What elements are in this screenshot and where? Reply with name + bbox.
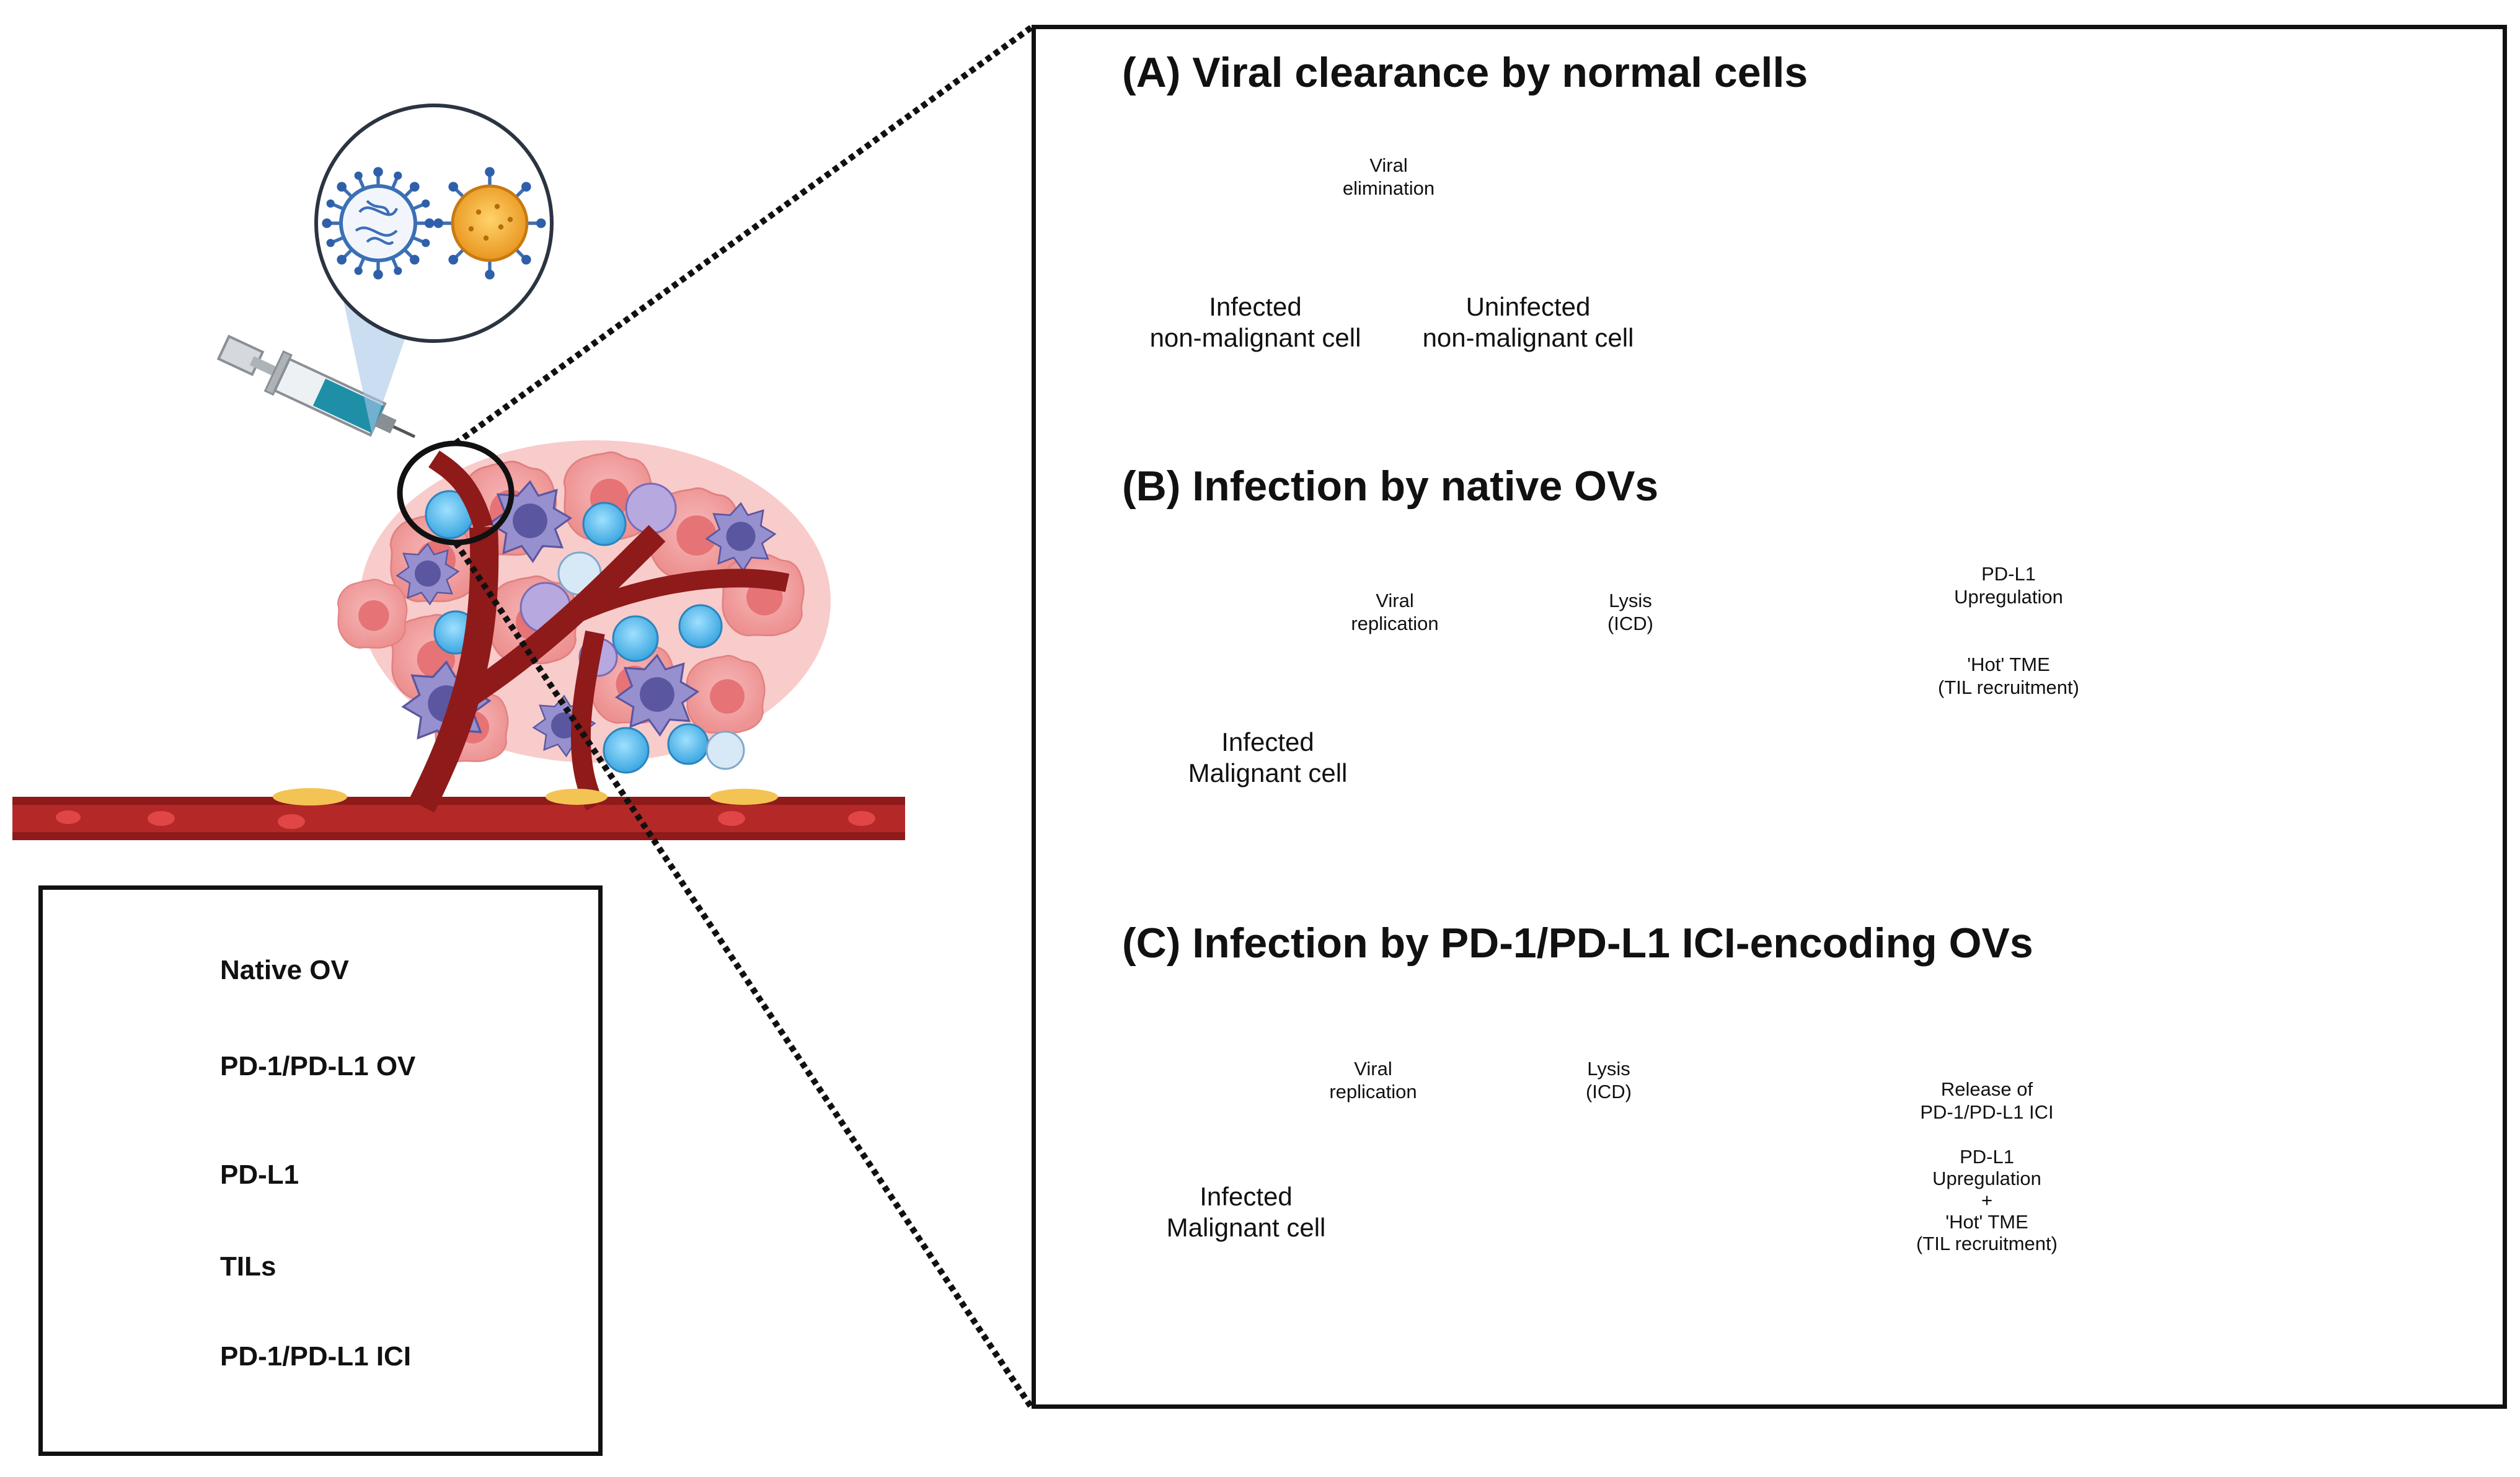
arrow-label-line: Release of (1940, 1078, 2033, 1100)
arrow-label-line: Viral (1354, 1058, 1392, 1080)
arrow-label-line: Upregulation (1954, 586, 2063, 608)
arrow-label-line: PD-L1 (1981, 563, 2036, 585)
legend-item-tils: TILs (220, 1251, 276, 1282)
section-a-left-cell-label: Infected non-malignant cell (1144, 291, 1367, 353)
arrow-label-line: Upregulation (1932, 1168, 2041, 1189)
section-c-arrow2-label: Lysis (ICD) (1568, 1057, 1649, 1103)
mechanism-panel (1032, 25, 2507, 1409)
section-b-arrow2-label: Lysis (ICD) (1590, 589, 1671, 635)
section-b-arrow1-label: Viral replication (1345, 589, 1444, 635)
arrow-label-line: + (1981, 1189, 1993, 1211)
section-b-arrow3-top-label: PD-L1 Upregulation (1934, 562, 2083, 608)
zoom-connector-lines (453, 24, 1035, 1409)
cell-label-line: non-malignant cell (1149, 323, 1361, 352)
legend-item-pd1-ov: PD-1/PD-L1 OV (220, 1051, 416, 1081)
legend-item-ici: PD-1/PD-L1 ICI (220, 1341, 412, 1372)
cell-label-line: Infected (1200, 1182, 1293, 1211)
section-a-arrow-label: Viral elimination (1342, 154, 1435, 200)
arrow-label-line: Lysis (1587, 1058, 1630, 1080)
section-a-title: (A) Viral clearance by normal cells (1122, 49, 1808, 96)
section-c-arrow3-bottom-label: PD-L1 Upregulation + 'Hot' TME (TIL recr… (1897, 1146, 2077, 1254)
immune-cells (397, 482, 775, 774)
cell-label-line: non-malignant cell (1422, 323, 1634, 352)
legend-item-pd-l1: PD-L1 (220, 1160, 299, 1190)
syringe-icon (216, 334, 416, 438)
cell-label-line: Infected (1221, 727, 1314, 756)
section-b-cell-label: Infected Malignant cell (1165, 727, 1370, 789)
cell-label-line: Malignant cell (1188, 758, 1348, 787)
virus-zoom-bubble (316, 104, 552, 434)
arrow-label-line: PD-L1 (1960, 1146, 2014, 1168)
section-a-right-cell-label: Uninfected non-malignant cell (1417, 291, 1640, 353)
arrow-label-line: (ICD) (1585, 1081, 1632, 1102)
arrow-label-line: (TIL recruitment) (1938, 676, 2079, 698)
cell-label-line: Uninfected (1466, 292, 1591, 321)
section-c-arrow1-label: Viral replication (1324, 1057, 1423, 1103)
section-b-arrow3-bottom-label: 'Hot' TME (TIL recruitment) (1922, 653, 2095, 699)
arrow-label-line: Viral (1369, 154, 1408, 176)
arrow-label-line: Viral (1376, 590, 1414, 611)
arrow-label-line: Lysis (1609, 590, 1652, 611)
section-c-cell-label: Infected Malignant cell (1144, 1181, 1348, 1243)
arrow-label-line: (TIL recruitment) (1916, 1233, 2058, 1254)
legend (38, 885, 603, 1456)
cell-label-line: Infected (1209, 292, 1302, 321)
section-c-title: (C) Infection by PD-1/PD-L1 ICI-encoding… (1122, 920, 2033, 967)
section-c-arrow3-top-label: Release of PD-1/PD-L1 ICI (1897, 1078, 2077, 1124)
blood-vessels (12, 450, 905, 840)
arrow-label-line: PD-1/PD-L1 ICI (1920, 1101, 2054, 1123)
arrow-label-line: (ICD) (1607, 613, 1654, 634)
arrow-label-line: 'Hot' TME (1945, 1211, 2028, 1233)
arrow-label-line: 'Hot' TME (1967, 654, 2050, 675)
arrow-label-line: replication (1329, 1081, 1417, 1102)
legend-item-native-ov: Native OV (220, 955, 349, 985)
section-b-title: (B) Infection by native OVs (1122, 463, 1659, 510)
arrow-label-line: replication (1351, 613, 1439, 634)
cell-label-line: Malignant cell (1166, 1213, 1326, 1242)
arrow-label-line: elimination (1342, 177, 1435, 199)
